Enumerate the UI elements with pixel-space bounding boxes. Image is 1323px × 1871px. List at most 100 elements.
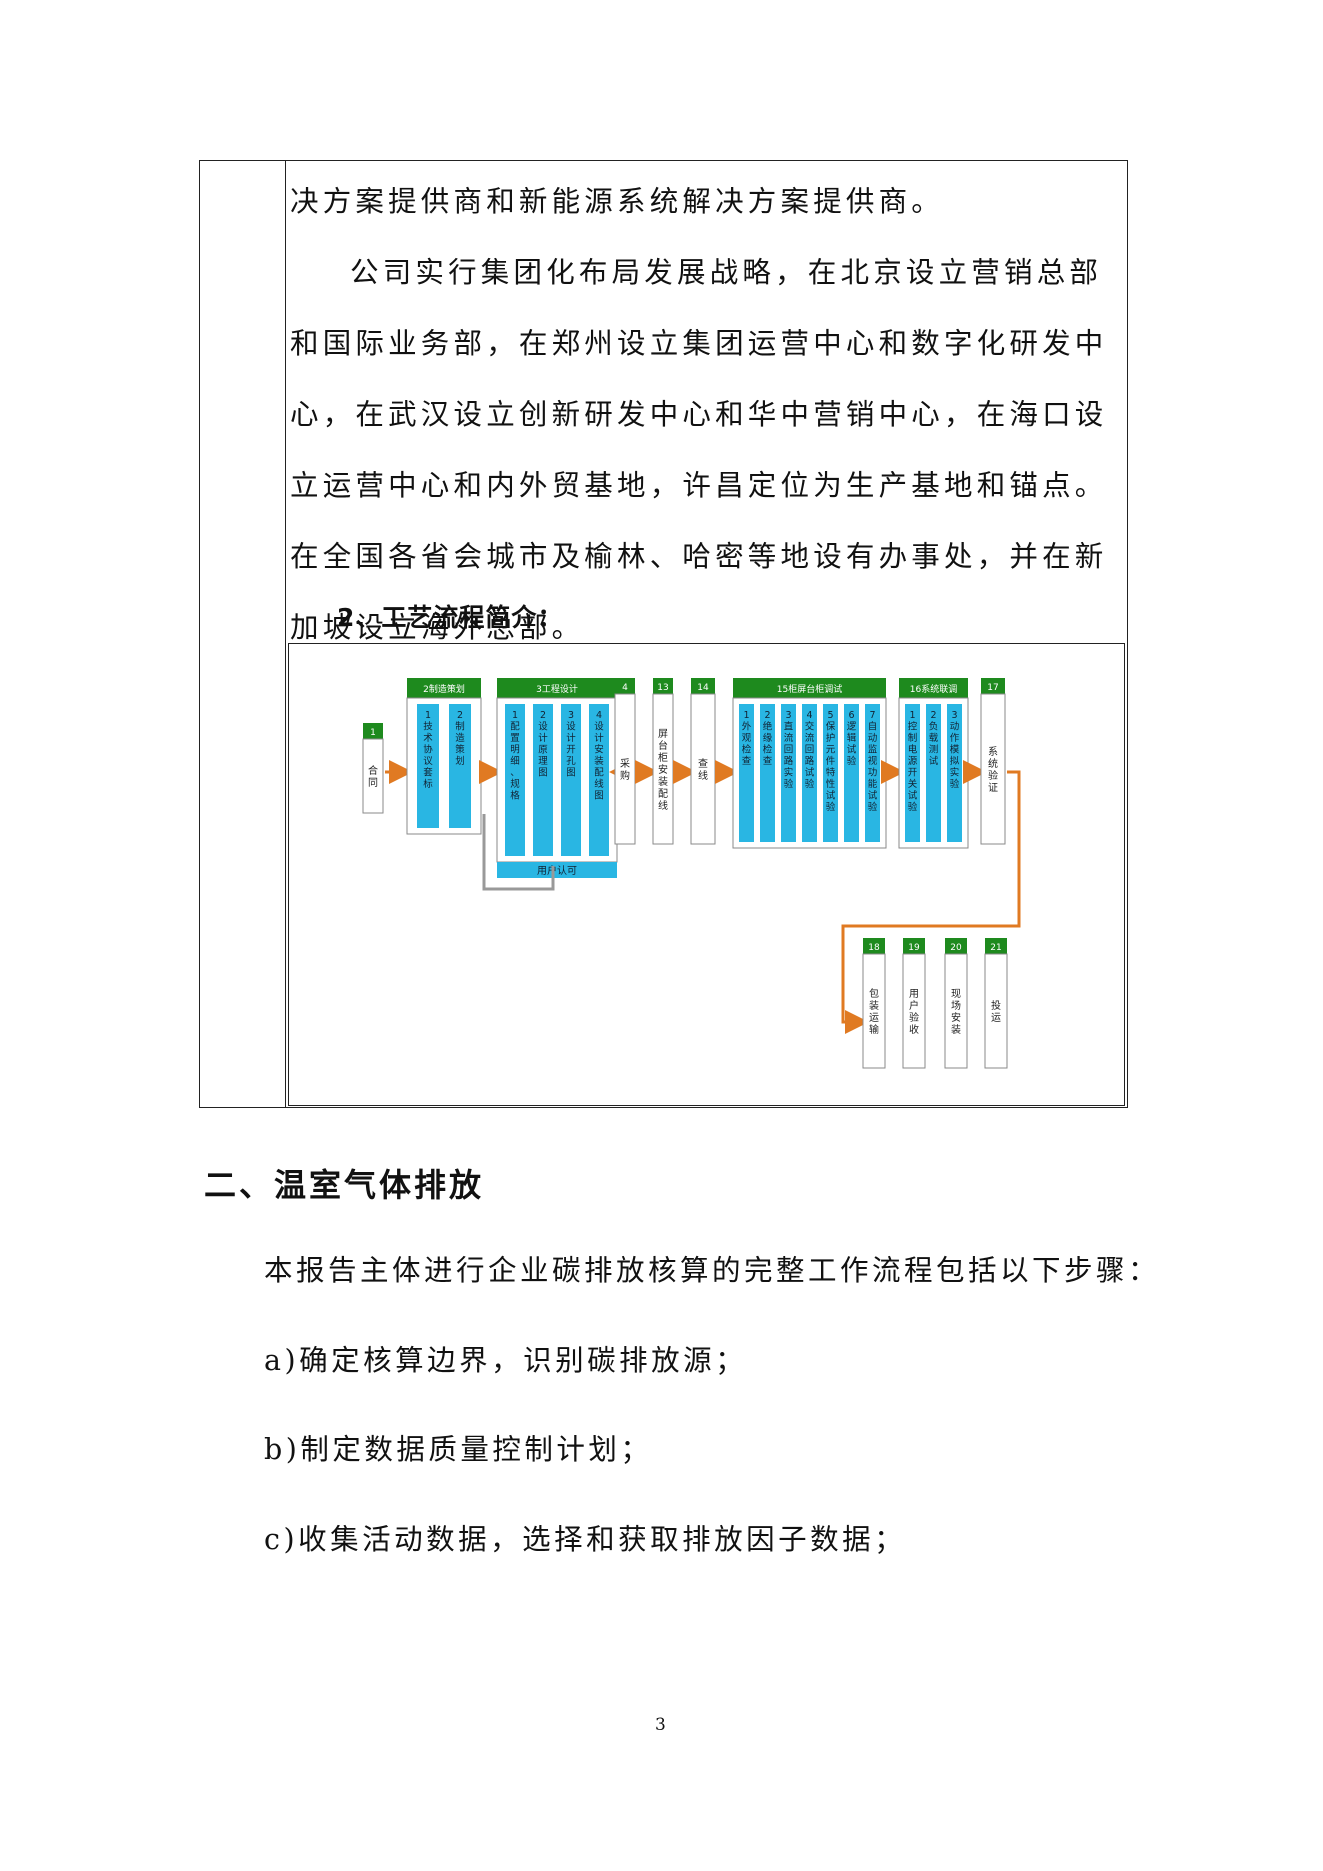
- svg-text:视: 视: [868, 755, 878, 767]
- step-14-box: [690, 693, 716, 845]
- svg-text:载: 载: [929, 732, 939, 744]
- step-20-box: [944, 953, 968, 1069]
- group-15-cell-3: [781, 704, 796, 842]
- svg-text:自: 自: [868, 721, 878, 733]
- svg-text:购: 购: [620, 769, 630, 782]
- step-21-label: 投运: [991, 999, 1001, 1024]
- step-20-header: [945, 938, 967, 954]
- svg-text:功: 功: [868, 768, 878, 779]
- group-15-header: [733, 678, 886, 698]
- svg-text:绝: 绝: [763, 721, 773, 733]
- svg-text:验: 验: [909, 1011, 919, 1024]
- svg-text:回: 回: [805, 745, 815, 756]
- svg-text:回: 回: [784, 745, 794, 756]
- svg-text:控: 控: [908, 721, 918, 733]
- svg-text:安: 安: [658, 763, 668, 776]
- svg-text:线: 线: [698, 769, 708, 782]
- svg-text:户: 户: [909, 999, 919, 1012]
- svg-text:划: 划: [455, 755, 465, 767]
- svg-text:交: 交: [805, 721, 815, 733]
- step-17-header: [981, 678, 1005, 694]
- svg-text:流: 流: [805, 732, 815, 744]
- group-2-cell-1: [417, 704, 439, 828]
- step-4-header-label: 4: [622, 683, 628, 693]
- svg-text:开: 开: [908, 768, 918, 779]
- svg-text:证: 证: [988, 782, 998, 794]
- svg-text:装: 装: [658, 775, 668, 788]
- svg-text:装: 装: [869, 999, 879, 1012]
- group-15-cell-7: [865, 704, 880, 842]
- step-c: c)收集活动数据，选择和获取排放因子数据；: [264, 1523, 907, 1556]
- svg-text:保: 保: [826, 721, 836, 733]
- svg-text:试: 试: [868, 790, 878, 802]
- svg-text:场: 场: [951, 999, 961, 1012]
- svg-text:检: 检: [763, 744, 773, 756]
- step-21-box: [984, 953, 1008, 1069]
- section-heading: 二、温室气体排放: [204, 1166, 485, 1204]
- step-18-box: [862, 953, 886, 1069]
- svg-text:1: 1: [512, 710, 518, 721]
- svg-text:采: 采: [620, 758, 630, 770]
- step-1-header-label: 1: [370, 728, 376, 738]
- svg-text:统: 统: [988, 757, 998, 770]
- svg-text:议: 议: [423, 756, 433, 767]
- svg-text:试: 试: [826, 790, 836, 802]
- group-2-cell-2: [449, 704, 471, 828]
- svg-text:标: 标: [423, 778, 433, 790]
- svg-text:外: 外: [742, 721, 752, 733]
- group-15-cell-2: [760, 704, 775, 842]
- intro-table: 决方案提供商和新能源系统解决方案提供商。 公司实行集团化布局发展战略，在北京设立…: [199, 160, 1128, 1108]
- group-2-header: [407, 678, 481, 698]
- svg-text:套: 套: [423, 767, 433, 779]
- svg-text:设: 设: [594, 722, 604, 733]
- svg-text:查: 查: [698, 757, 708, 770]
- group-3-footer: [497, 862, 617, 878]
- svg-text:装: 装: [594, 755, 604, 767]
- svg-text:造: 造: [455, 732, 465, 744]
- group-16-cell-2: [926, 704, 941, 842]
- svg-text:流: 流: [784, 732, 794, 744]
- group-16-cell-1: [905, 704, 920, 842]
- svg-text:验: 验: [988, 769, 998, 782]
- svg-text:缘: 缘: [763, 732, 773, 744]
- svg-text:验: 验: [868, 801, 878, 813]
- svg-text:同: 同: [368, 777, 378, 789]
- svg-text:柜: 柜: [658, 751, 668, 764]
- svg-text:路: 路: [805, 755, 815, 767]
- svg-text:图: 图: [594, 791, 604, 802]
- section-intro: 本报告主体进行企业碳排放核算的完整工作流程包括以下步骤：: [264, 1254, 1161, 1287]
- svg-text:规: 规: [510, 779, 520, 790]
- svg-text:安: 安: [594, 744, 604, 756]
- step-19-header: [903, 938, 925, 954]
- group-16-header: [899, 678, 968, 698]
- svg-text:试: 试: [929, 755, 939, 767]
- svg-text:格: 格: [510, 790, 520, 802]
- step-4-header: [615, 678, 635, 694]
- page-number: 3: [655, 1715, 666, 1735]
- svg-text:件: 件: [826, 755, 836, 767]
- group-3-cell-3: [561, 704, 581, 856]
- group-3-cell-2: [533, 704, 553, 856]
- svg-text:计: 计: [594, 732, 604, 744]
- svg-text:模: 模: [950, 744, 960, 756]
- svg-text:明: 明: [510, 745, 520, 756]
- svg-text:系: 系: [988, 746, 998, 758]
- svg-text:护: 护: [826, 732, 836, 744]
- step-14-header-label: 14: [697, 683, 709, 693]
- svg-text:包: 包: [869, 987, 879, 1000]
- svg-text:验: 验: [784, 778, 794, 790]
- step-14-label: 查线: [698, 757, 708, 782]
- svg-text:现: 现: [951, 988, 961, 1000]
- step-20-header-label: 20: [950, 943, 962, 953]
- svg-text:特: 特: [826, 767, 836, 779]
- step-21-header: [985, 938, 1007, 954]
- svg-text:3: 3: [951, 710, 957, 721]
- group-15-cell-1: [739, 704, 754, 842]
